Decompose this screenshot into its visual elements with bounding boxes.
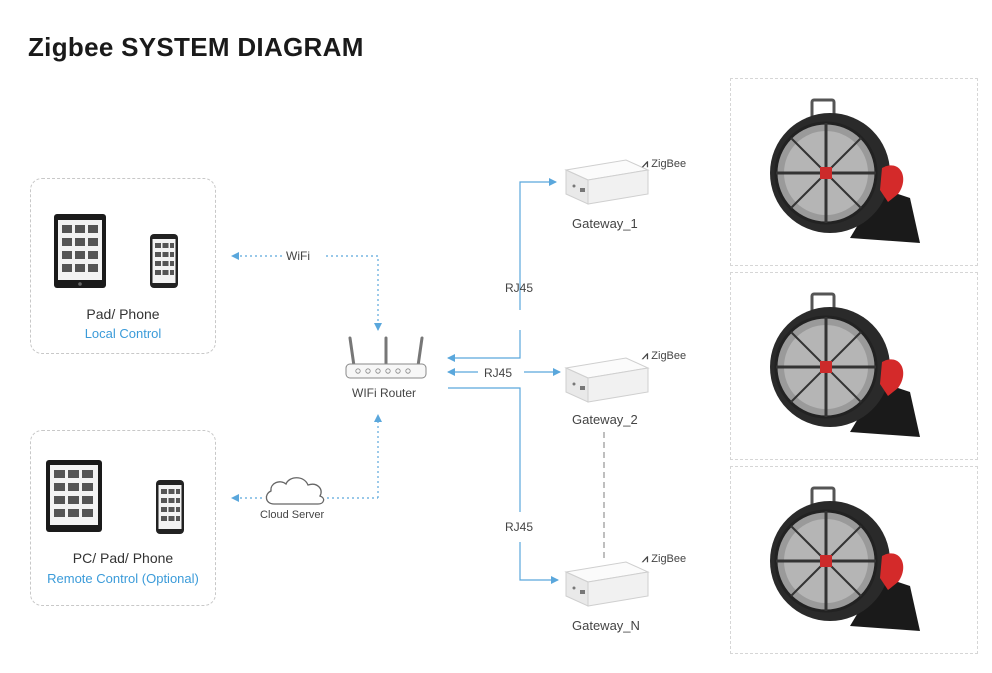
rj45-link-gateway1	[519, 178, 557, 310]
wifi-router-icon	[345, 336, 427, 379]
cloud-label: Cloud Server	[260, 509, 325, 521]
floodlight-icon	[770, 486, 920, 631]
remote-control-panel	[30, 430, 216, 606]
floodlight-icon	[770, 292, 920, 437]
gateway-device-icon	[564, 357, 650, 403]
gateway2-label: Gateway_2	[572, 412, 638, 427]
light-panel-2	[730, 272, 978, 460]
gateway-device-icon	[564, 159, 650, 205]
gatewayN-label: Gateway_N	[572, 618, 640, 633]
local-control-panel	[30, 178, 216, 354]
rj45-label-top: RJ45	[505, 281, 534, 295]
tablet-icon	[54, 214, 106, 288]
gatewayN-protocol: ⩘ ZigBee	[642, 553, 686, 566]
gateway1-label: Gateway_1	[572, 216, 638, 231]
gateway2-protocol: ⩘ ZigBee	[642, 350, 686, 363]
floodlight-icon	[770, 98, 920, 243]
diagram-title: Zigbee SYSTEM DIAGRAM	[28, 32, 364, 62]
router-label: WIFi Router	[352, 386, 417, 400]
gateway-device-icon	[564, 561, 650, 607]
light-panel-3	[730, 466, 978, 654]
rj45-link-router-top	[447, 330, 521, 362]
wireless-signal-icon: ⩘	[642, 553, 649, 565]
remote-control-label: Remote Control (Optional)	[47, 571, 199, 586]
phone-icon	[150, 234, 178, 288]
wifi-link-right	[326, 255, 382, 331]
gateway2-protocol-label: ZigBee	[651, 350, 687, 362]
wireless-signal-icon: ⩘	[642, 350, 649, 362]
cloud-icon	[265, 477, 325, 505]
gatewayN-protocol-label: ZigBee	[651, 553, 687, 565]
gateway1-protocol-label: ZigBee	[651, 158, 687, 170]
rj45-link-router-bottom	[448, 387, 521, 512]
rj45-link-gatewayN	[519, 542, 559, 584]
local-control-label: Local Control	[84, 326, 162, 341]
wifi-label: WiFi	[286, 249, 310, 263]
phone-icon	[156, 480, 184, 534]
light-panel-1	[730, 78, 978, 266]
local-device-name: Pad/ Phone	[86, 306, 160, 322]
wireless-signal-icon: ⩘	[642, 158, 649, 170]
tablet-icon	[46, 460, 102, 532]
remote-device-name: PC/ Pad/ Phone	[72, 550, 174, 566]
rj45-label-mid: RJ45	[484, 366, 513, 380]
rj45-label-bottom: RJ45	[505, 520, 534, 534]
gateway1-protocol: ⩘ ZigBee	[642, 158, 686, 171]
